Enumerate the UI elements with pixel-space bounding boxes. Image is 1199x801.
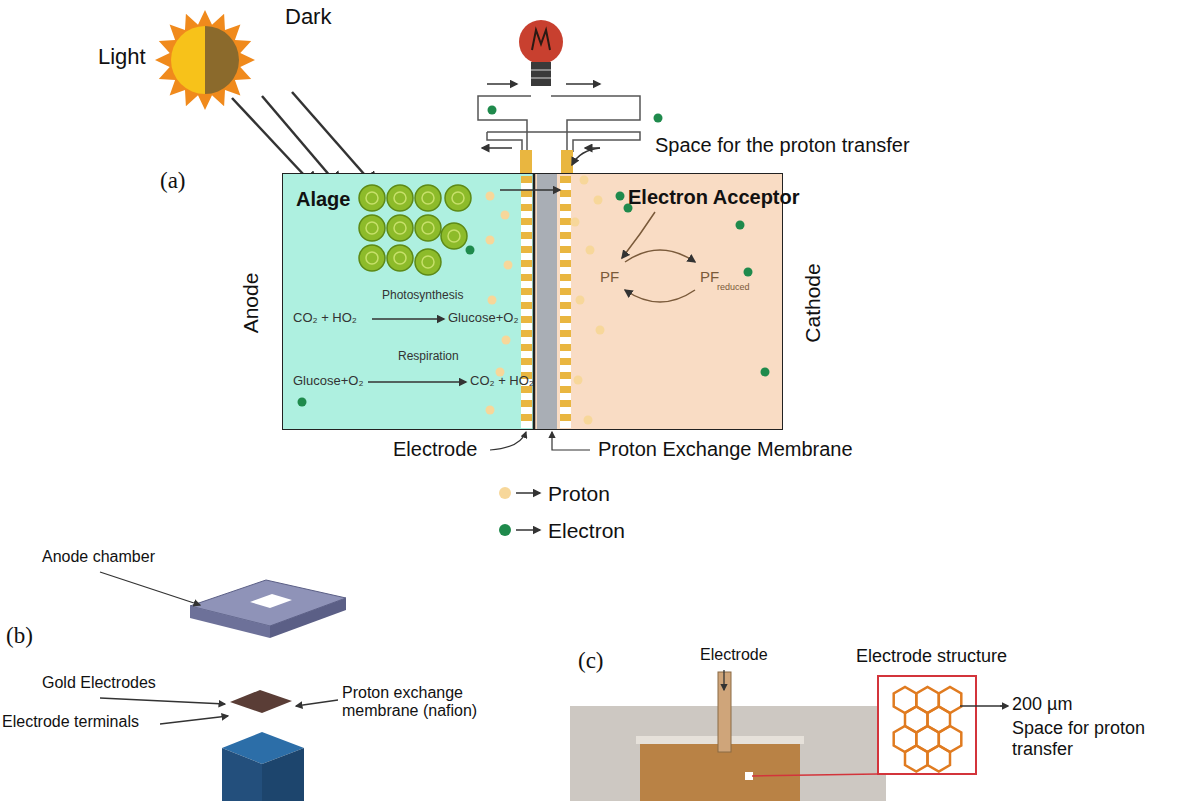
name-light: Light — [98, 44, 146, 69]
name-dark: Dark — [285, 4, 331, 29]
part-name: Proton exchange membrane (nafion) — [342, 684, 532, 721]
part-name: Electrode terminals — [2, 713, 139, 731]
callout: Space for proton transfer — [1012, 718, 1192, 759]
formula: Glucose+O₂ — [448, 311, 518, 326]
reaction-name: Respiration — [398, 350, 459, 364]
formula: PF — [600, 268, 619, 285]
callout: Electrode — [393, 438, 478, 461]
legend-swatch — [499, 487, 511, 499]
dimension: 200 µm — [1012, 694, 1072, 715]
organism-name: Alage — [296, 188, 350, 211]
chamber-heading: Anode — [239, 272, 263, 333]
panel-letter: (b) — [6, 623, 33, 649]
formula: CO₂ + HO₂ — [470, 374, 534, 389]
part-name: Electrode — [700, 646, 768, 664]
membrane — [537, 173, 557, 430]
callout: Electron Acceptor — [628, 186, 800, 209]
hex-mesh — [894, 687, 962, 772]
redox-cycle — [622, 212, 695, 302]
bulb-icon — [519, 20, 563, 86]
legend-text: Proton — [548, 482, 610, 506]
photo — [570, 672, 886, 801]
formula: PF — [700, 268, 719, 285]
legend-text: Electron — [548, 519, 625, 543]
cathode-fill — [533, 173, 783, 430]
formula: Glucose+O₂ — [293, 374, 363, 389]
reaction-name: Photosynthesis — [382, 289, 463, 303]
current-arrows — [482, 84, 600, 148]
electrode-strips — [521, 176, 571, 428]
chamber-heading: Cathode — [801, 263, 825, 342]
panel-letter: (a) — [160, 168, 186, 194]
legend-swatch — [499, 524, 511, 536]
part-name: Gold Electrodes — [42, 674, 156, 692]
formula: CO₂ + HO₂ — [293, 311, 357, 326]
part-name: Anode chamber — [42, 548, 155, 566]
algae-cells — [359, 185, 471, 275]
chamber-box: Cathode — [533, 173, 783, 430]
callout: Proton Exchange Membrane — [598, 438, 853, 461]
callout: Space for the proton transfer — [655, 134, 910, 157]
anode-fill — [282, 173, 533, 430]
exploded-view — [190, 580, 346, 801]
part-name: Electrode structure — [856, 646, 1007, 667]
sun-icon — [155, 10, 255, 110]
subscript: reduced — [717, 282, 750, 292]
panel-letter: (c) — [578, 648, 604, 674]
circuit-wire — [478, 96, 640, 152]
